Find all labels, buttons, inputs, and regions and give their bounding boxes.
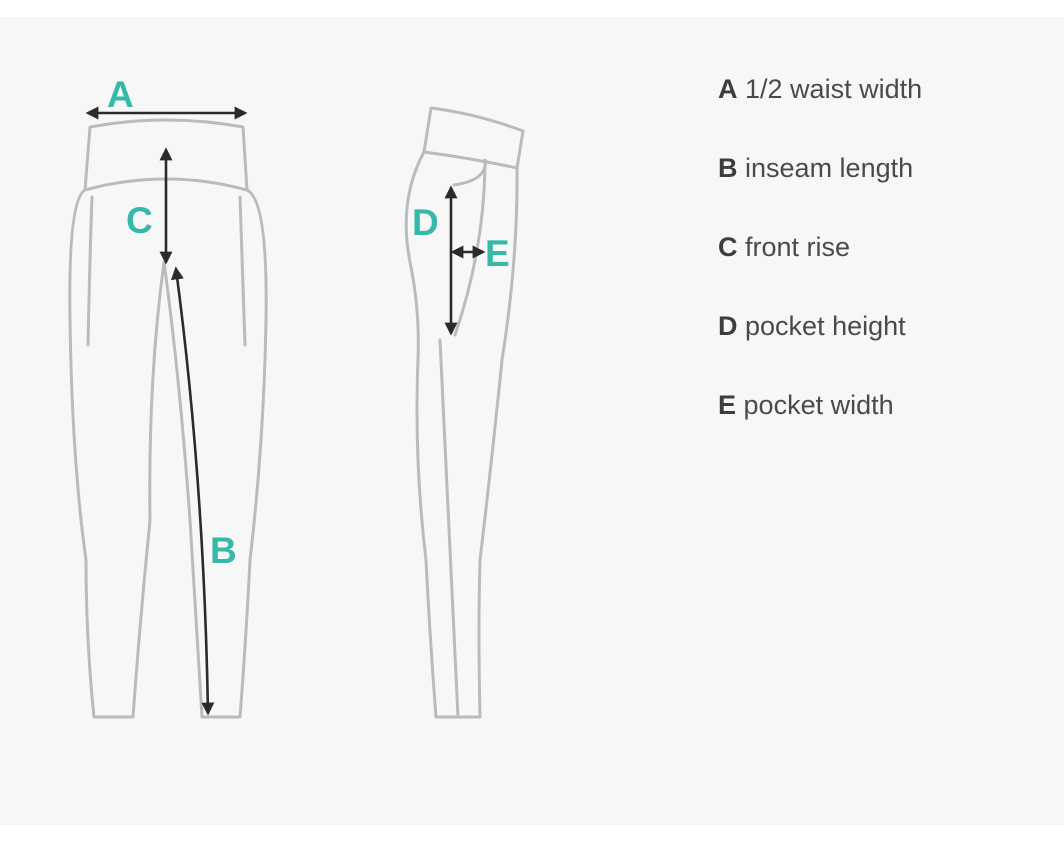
pants-measurement-diagram: A C B D E	[0, 17, 640, 825]
legend-item-b: B inseam length	[718, 149, 922, 228]
pants-svg: A C B D E	[68, 74, 525, 719]
legend-key: D	[718, 311, 738, 341]
arrow-b-inseam	[170, 266, 215, 716]
legend-text: pocket height	[745, 311, 906, 341]
label-a: A	[107, 74, 134, 115]
legend-key: A	[718, 74, 738, 104]
label-d: D	[412, 202, 439, 243]
legend-text: pocket width	[743, 390, 894, 420]
label-c: C	[126, 200, 153, 241]
size-guide-panel: A C B D E A 1/2 waist width B inseam len…	[0, 17, 1064, 825]
legend-item-e: E pocket width	[718, 386, 922, 465]
side-view-pants	[404, 106, 525, 719]
label-b: B	[210, 530, 237, 571]
legend-item-a: A 1/2 waist width	[718, 70, 922, 149]
legend-text: inseam length	[745, 153, 914, 183]
legend-key: B	[718, 153, 738, 183]
label-e: E	[485, 233, 510, 274]
legend-item-c: C front rise	[718, 228, 922, 307]
measurement-arrows	[85, 106, 486, 716]
front-view-pants	[68, 118, 268, 719]
legend-item-d: D pocket height	[718, 307, 922, 386]
legend-text: 1/2 waist width	[745, 74, 923, 104]
legend-key: C	[718, 232, 738, 262]
legend-text: front rise	[745, 232, 851, 262]
measurement-legend: A 1/2 waist width B inseam length C fron…	[718, 70, 922, 465]
legend-key: E	[718, 390, 737, 420]
